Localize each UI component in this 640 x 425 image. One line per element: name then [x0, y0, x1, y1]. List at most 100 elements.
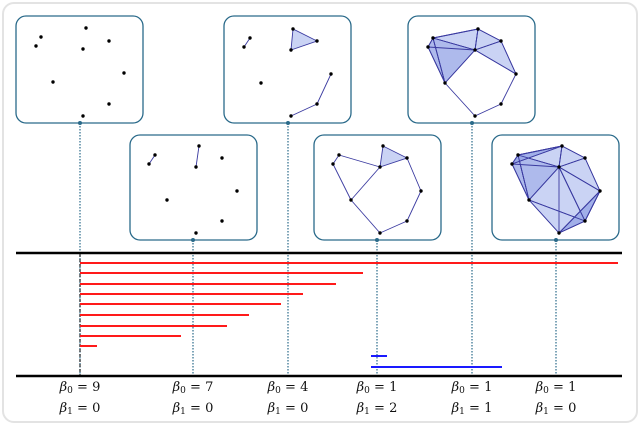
betti-0-label: β0 = 1	[337, 379, 417, 400]
beta-symbol: β	[535, 401, 544, 416]
simplex-edge	[528, 166, 560, 201]
beta-symbol: β	[356, 401, 365, 416]
betti-0-label: β0 = 4	[248, 379, 328, 400]
simplex-edge	[474, 40, 502, 51]
betti-value: 7	[205, 380, 214, 395]
complex-panel-4	[313, 134, 442, 241]
point-vertex	[329, 72, 333, 76]
point-vertex	[405, 156, 409, 160]
complex-panel-2	[129, 134, 258, 241]
panel-anchor-dot	[554, 238, 558, 242]
point-vertex	[81, 114, 85, 118]
point-vertex	[527, 198, 531, 202]
betti-0-label: β0 = 1	[432, 379, 512, 400]
simplex-edge	[444, 82, 476, 117]
point-vertex	[147, 162, 151, 166]
simplex-edge	[332, 163, 352, 201]
point-vertex	[499, 102, 503, 106]
point-vertex	[560, 144, 564, 148]
point-vertex	[426, 45, 430, 49]
equals-sign: =	[77, 401, 88, 416]
point-vertex	[405, 219, 409, 223]
betti-value: 1	[389, 380, 398, 395]
simplex-edge	[474, 28, 479, 51]
simplex-edge	[406, 190, 422, 222]
point-vertex	[259, 81, 263, 85]
betti-1-label: β1 = 0	[153, 400, 233, 421]
beta-symbol: β	[356, 380, 365, 395]
complex-panel-3	[223, 15, 352, 124]
simplex-edge	[511, 154, 519, 165]
point-vertex	[107, 102, 111, 106]
betti-index: 1	[275, 407, 281, 417]
simplex-edge	[350, 199, 381, 234]
simplex-edge	[558, 157, 586, 168]
simplex-edge	[558, 166, 586, 222]
betti-value: 1	[568, 380, 577, 395]
point-vertex	[248, 36, 252, 40]
point-vertex	[235, 189, 239, 193]
panel-anchor-dot	[375, 238, 379, 242]
betti-index: 0	[543, 386, 549, 396]
point-vertex	[291, 27, 295, 31]
betti-value: 0	[300, 401, 309, 416]
point-vertex	[378, 165, 382, 169]
point-vertex	[583, 156, 587, 160]
simplex-edge	[528, 199, 586, 222]
betti-index: 1	[364, 407, 370, 417]
betti-value: 1	[484, 380, 493, 395]
point-vertex	[51, 80, 55, 84]
point-vertex	[165, 198, 169, 202]
point-vertex	[194, 165, 198, 169]
betti-index: 0	[67, 386, 73, 396]
simplex-edge	[511, 145, 563, 165]
betti-1-label: β1 = 2	[337, 400, 417, 421]
point-vertex	[220, 219, 224, 223]
point-vertex	[557, 165, 561, 169]
point-vertex	[220, 156, 224, 160]
simplex-edge	[500, 40, 517, 75]
simplex-edge	[558, 190, 601, 234]
simplex-edge	[517, 154, 530, 201]
betti-index: 0	[275, 386, 281, 396]
betti-index: 0	[180, 386, 186, 396]
simplex-edge	[406, 157, 422, 192]
panel-anchor-dot	[191, 238, 195, 242]
equals-sign: =	[190, 380, 201, 395]
point-vertex	[557, 231, 561, 235]
beta-symbol: β	[451, 380, 460, 395]
simplex-edge	[332, 154, 340, 165]
point-vertex	[197, 144, 201, 148]
simplex-triangle	[290, 28, 319, 51]
simplex-edge	[558, 145, 563, 168]
equals-sign: =	[285, 380, 296, 395]
point-vertex	[34, 44, 38, 48]
simplex-edge	[584, 190, 601, 222]
betti-index: 1	[459, 407, 465, 417]
simplex-edge	[500, 73, 517, 105]
betti-label-2: β 0 = 7 β1 = 0	[153, 379, 233, 421]
point-vertex	[419, 189, 423, 193]
point-vertex	[499, 39, 503, 43]
betti-0-label: β0 = 9	[40, 379, 120, 400]
simplex-edge	[432, 28, 479, 39]
simplex-edge	[558, 166, 601, 192]
simplex-edge	[338, 154, 381, 168]
point-vertex	[510, 162, 514, 166]
simplex-edge	[477, 28, 502, 42]
simplex-edge	[350, 166, 381, 201]
betti-index: 1	[67, 407, 73, 417]
betti-0-label: β0 = 1	[516, 379, 596, 400]
point-vertex	[315, 102, 319, 106]
simplex-edge	[444, 49, 476, 84]
beta-symbol: β	[172, 401, 181, 416]
equals-sign: =	[469, 401, 480, 416]
point-vertex	[431, 36, 435, 40]
point-vertex	[289, 114, 293, 118]
betti-1-label: β1 = 0	[248, 400, 328, 421]
point-vertex	[349, 198, 353, 202]
